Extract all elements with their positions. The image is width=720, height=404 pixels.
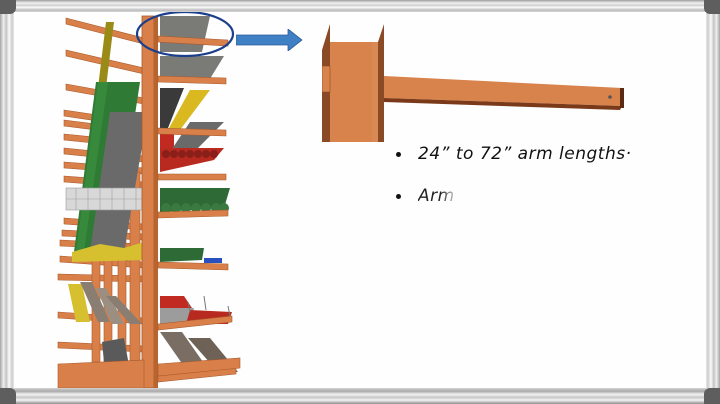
cantilever-arm-detail <box>322 24 624 142</box>
bullet-list: 24” to 72” arm lengths· Arm <box>396 144 631 228</box>
bullet-item: Arm <box>396 186 631 206</box>
frame-left-rail <box>0 0 14 404</box>
right-arrow-icon <box>236 29 303 51</box>
whiteboard-surface: 24” to 72” arm lengths· Arm <box>14 12 706 388</box>
frame-right-rail <box>706 0 720 404</box>
bullet-dot-icon <box>396 152 401 157</box>
frame-top-rail <box>0 0 720 12</box>
frame-corner <box>704 388 720 404</box>
bullet-item: 24” to 72” arm lengths· <box>396 144 631 164</box>
arm-highlight-ellipse <box>135 12 235 58</box>
frame-bottom-rail <box>0 388 720 404</box>
bullet-dot-icon <box>396 194 401 199</box>
bullet-text: Arm <box>418 186 455 206</box>
bullet-text: 24” to 72” arm lengths· <box>418 144 632 164</box>
frame-corner <box>0 388 16 404</box>
frame-corner <box>704 0 720 14</box>
frame-corner <box>0 0 16 14</box>
cantilever-rack-illustration <box>57 12 241 388</box>
